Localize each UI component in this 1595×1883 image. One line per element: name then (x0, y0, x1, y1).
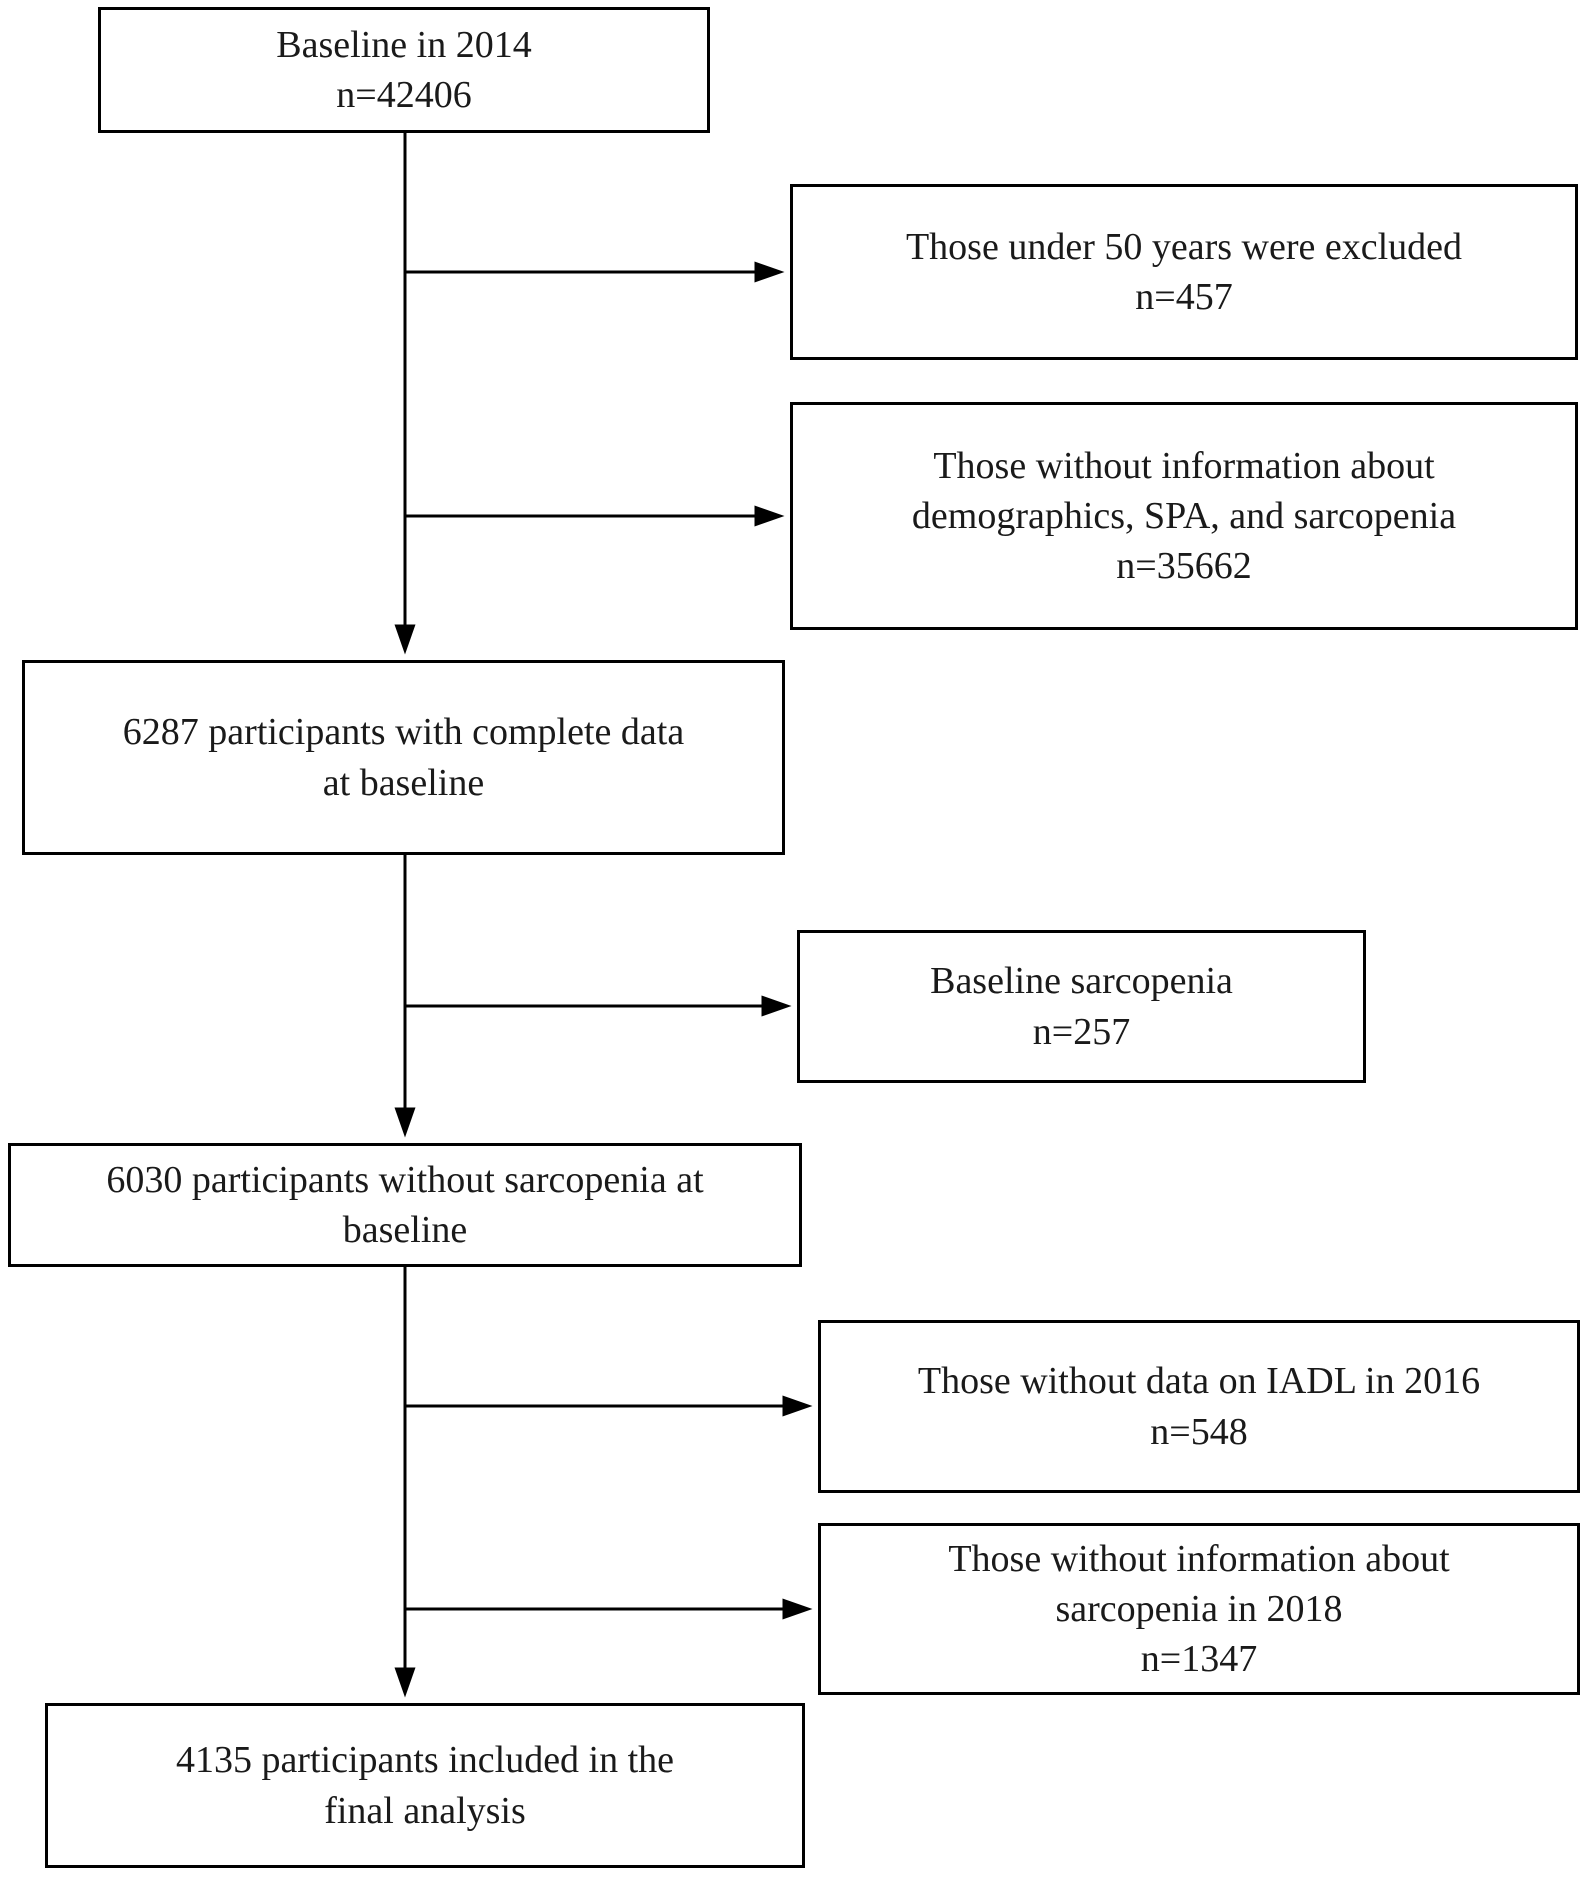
node-baseline-2014: Baseline in 2014 n=42406 (98, 7, 710, 133)
node-excluded-under-50: Those under 50 years were excluded n=457 (790, 184, 1578, 360)
node-excluded-under-50-text: Those under 50 years were excluded n=457 (905, 225, 1463, 318)
node-baseline-sarcopenia: Baseline sarcopenia n=257 (797, 930, 1366, 1083)
node-without-sarcopenia-text: 6030 participants without sarcopenia at … (106, 1158, 704, 1251)
node-baseline-sarcopenia-text: Baseline sarcopenia n=257 (930, 960, 1233, 1053)
node-final-analysis: 4135 participants included in the final … (45, 1703, 805, 1868)
node-complete-data: 6287 participants with complete data at … (22, 660, 785, 855)
node-excluded-missing-info: Those without information about demograp… (790, 402, 1578, 630)
node-excluded-no-sarcopenia-2018-text: Those without information about sarcopen… (948, 1537, 1450, 1681)
node-complete-data-text: 6287 participants with complete data at … (122, 711, 685, 804)
node-excluded-no-iadl-2016-text: Those without data on IADL in 2016 n=548 (917, 1360, 1481, 1453)
node-excluded-no-sarcopenia-2018: Those without information about sarcopen… (818, 1523, 1580, 1695)
node-without-sarcopenia: 6030 participants without sarcopenia at … (8, 1143, 802, 1267)
node-excluded-no-iadl-2016: Those without data on IADL in 2016 n=548 (818, 1320, 1580, 1493)
node-baseline-2014-text: Baseline in 2014 n=42406 (276, 23, 532, 116)
node-final-analysis-text: 4135 participants included in the final … (175, 1739, 675, 1832)
node-excluded-missing-info-text: Those without information about demograp… (911, 444, 1457, 588)
